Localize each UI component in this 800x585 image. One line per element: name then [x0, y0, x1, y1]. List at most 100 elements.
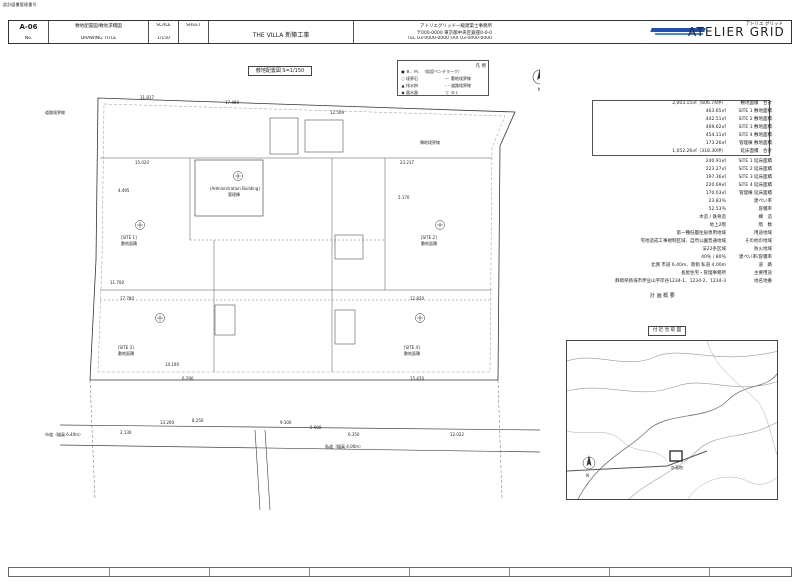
frame-tick	[709, 568, 710, 576]
dimension-label: 4.495	[118, 188, 130, 193]
drawing-title: 敷地配置図/敷地求積図	[75, 24, 122, 29]
parking-area	[269, 117, 299, 155]
road-label: 私道（幅員 4.00m）	[325, 444, 364, 449]
table-title: 計 画 概 要	[650, 293, 675, 299]
legend-symbol: ◆	[401, 90, 405, 95]
table-row: 階 数地上2階	[709, 223, 772, 228]
room-label: [SITE 3]	[118, 345, 134, 350]
project-name: THE VILLA	[252, 32, 284, 39]
project-cell: THE VILLA 新築工事	[209, 21, 354, 43]
north-symbol: N	[586, 473, 589, 478]
site-plan-drawing: N	[60, 68, 540, 510]
dimension-label: 17.480	[225, 100, 239, 105]
scale-label: SCALE	[156, 23, 171, 28]
legend-item: ＧＬ	[451, 90, 459, 95]
bottom-frame-strip	[8, 567, 792, 577]
legend-symbol: ▲	[401, 83, 405, 88]
company-cell: アトリエグリッド一級建築士事務所 〒000-0000 東京都中央区銀座0-0-0…	[354, 21, 644, 43]
legend-item: 排水桝	[406, 83, 418, 88]
area-summary-box	[592, 100, 770, 156]
dimension-label: 5.900	[310, 425, 322, 430]
site-boundary-offset	[97, 103, 506, 373]
drawing-title-label: DRAWING TITLE	[80, 36, 117, 41]
sheet-number-label: No.	[24, 36, 33, 41]
site-location-marker	[669, 450, 683, 462]
corner-note: 設計図書管理番号	[3, 2, 37, 7]
vicinity-map-drawing	[567, 341, 777, 499]
sheet-label: SHEET	[186, 23, 201, 28]
frame-tick	[109, 568, 110, 576]
dimension-label: 6.290	[182, 376, 194, 381]
north-arrow-icon	[582, 455, 596, 470]
dimension-label: 15.470	[410, 376, 424, 381]
site-location-label: 計画地	[671, 465, 683, 470]
dimension-label: 5.170	[398, 195, 410, 200]
site-boundary	[89, 97, 516, 381]
room-sublabel: 敷地面積	[121, 241, 137, 246]
company-name: アトリエグリッド一級建築士事務所	[420, 24, 492, 29]
site-marker-icon	[135, 220, 145, 230]
road-line	[254, 429, 261, 510]
north-arrow-icon	[532, 68, 540, 85]
table-row: その他の地域宅地造成工事規制区域、自然公園普通地域	[640, 239, 773, 244]
table-row: 主要用途長屋住宅・管理事務所	[681, 271, 772, 276]
dimension-label: 11.700	[110, 280, 124, 285]
dimension-label: 12.509	[330, 110, 344, 115]
dimension-label: 2.130	[120, 430, 132, 435]
dimension-label: 6.350	[348, 432, 360, 437]
legend-item: 道路境界線	[451, 83, 471, 88]
scale-cell: SCALE 1/150	[149, 21, 179, 43]
table-row: 構 造木造 / 鉄骨造	[699, 215, 772, 220]
sheet-cell: SHEET	[179, 21, 209, 43]
plan-title: 敷地配置図 S=1/150	[248, 66, 312, 76]
table-row: 地名地番静岡県熱海市伊豆山字岸谷1234-1、1234-2、1234-3	[615, 279, 772, 284]
legend-box: 凡 例 ● Ｂ．Ｍ．（仮設ベンチマーク） ○ 境界石 ▲ 排水桝 ◆ 量水器 —…	[397, 60, 489, 96]
boundary-label: 隣地境界線	[420, 140, 440, 145]
room-sublabel: 管理棟	[228, 192, 240, 197]
dimension-label: 8.250	[192, 418, 204, 423]
sheet-number: A-06	[19, 23, 38, 31]
room-label: [SITE 1]	[121, 235, 137, 240]
sheet-number-cell: A-06 No.	[9, 21, 49, 43]
dimension-label: 9.100	[280, 420, 292, 425]
table-row: 防火地域法22条区域	[702, 247, 772, 252]
dimension-label: 12.820	[410, 296, 424, 301]
project-name-jp: 新築工事	[285, 32, 310, 39]
legend-heading: 凡 例	[475, 64, 486, 69]
table-row: 用途地域第一種低層住居専用地域	[676, 231, 773, 236]
frame-tick	[309, 568, 310, 576]
road-line	[60, 444, 540, 453]
scale-value: 1/150	[157, 36, 170, 41]
legend-item: Ｂ．Ｍ．（仮設ベンチマーク）	[406, 69, 462, 74]
company-tel: TEL 03-0000-0000 FAX 03-0000-0000	[407, 36, 492, 41]
small-structure	[334, 309, 356, 345]
frame-tick	[609, 568, 610, 576]
room-label: [SITE 2]	[421, 235, 437, 240]
logo-name: ATELIER GRID	[688, 25, 785, 39]
legend-symbol: ●	[401, 69, 405, 74]
dimension-label: 15.020	[135, 160, 149, 165]
legend-symbol: - -	[444, 83, 450, 88]
road-label: 市道（幅員 6.40m）	[45, 432, 84, 437]
frame-tick	[209, 568, 210, 576]
parking-area	[304, 119, 344, 153]
legend-symbol: —	[445, 76, 449, 81]
site-marker-icon	[233, 171, 243, 181]
dimension-label: 13.200	[160, 420, 174, 425]
frame-tick	[409, 568, 410, 576]
north-symbol: N	[538, 87, 540, 92]
